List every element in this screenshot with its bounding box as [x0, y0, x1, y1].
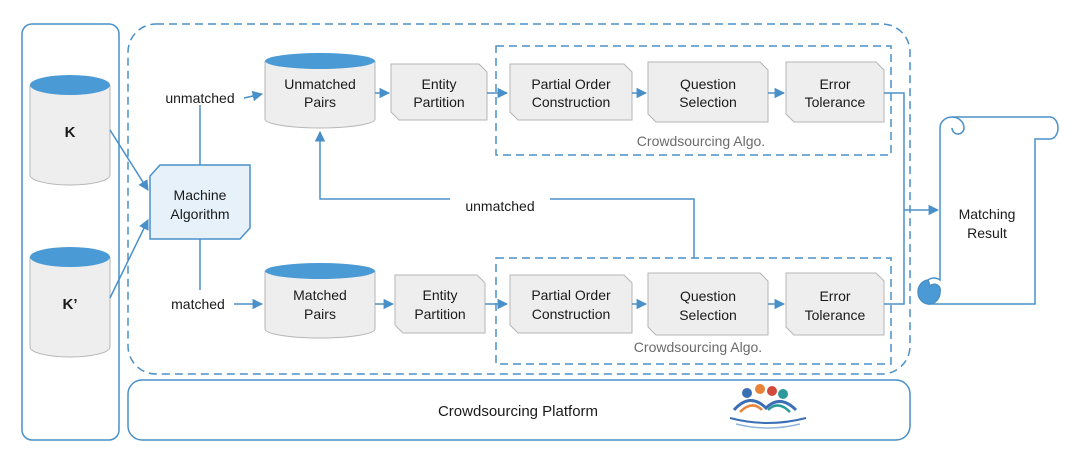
bottom-entity-line2: Partition [414, 306, 465, 322]
unmatched-pairs-line2: Pairs [304, 94, 336, 110]
bottom-entity-line1: Entity [422, 287, 457, 303]
processing-region [127, 23, 911, 375]
top-question-line2: Selection [679, 94, 737, 110]
edge-unmatched-feedback: unmatched [465, 198, 534, 214]
edge-matched: matched [171, 296, 225, 312]
platform-label: Crowdsourcing Platform [438, 403, 598, 420]
machine-algorithm-box: Machine Algorithm [149, 164, 251, 240]
bottom-partial-order-box: Partial Order Construction [509, 274, 633, 334]
bottom-question-line2: Selection [679, 307, 737, 323]
machine-line2: Algorithm [170, 206, 229, 222]
matching-result-scroll: Matching Result [917, 116, 1059, 305]
dataset-k-label: K [65, 124, 76, 141]
top-error-to-result [884, 92, 905, 210]
top-entity-line2: Partition [413, 94, 464, 110]
bottom-error-tolerance-box: Error Tolerance [785, 272, 885, 336]
bottom-entity-partition-box: Entity Partition [394, 274, 486, 334]
top-error-line1: Error [819, 76, 850, 92]
unmatched-feedback-line [550, 198, 695, 258]
dataset-k-prime-label: K’ [63, 296, 78, 313]
bottom-error-line1: Error [819, 288, 850, 304]
dataset-k: K [29, 75, 111, 186]
arrow-to-unmatched-pairs [243, 90, 264, 102]
top-crowdsourcing-algo-label: Crowdsourcing Algo. [637, 133, 765, 149]
top-partial-line2: Construction [532, 94, 611, 110]
matching-result-line2: Result [967, 225, 1007, 241]
bottom-partial-line2: Construction [532, 306, 611, 322]
edge-unmatched-top: unmatched [165, 90, 234, 106]
top-error-line2: Tolerance [805, 94, 866, 110]
crowd-logo-icon [729, 384, 807, 429]
bottom-partial-line1: Partial Order [531, 287, 611, 303]
dataset-k-prime: K’ [29, 247, 111, 358]
top-crowdsourcing-algo-region [495, 45, 892, 156]
top-question-selection-box: Question Selection [647, 61, 769, 123]
top-entity-line1: Entity [421, 76, 456, 92]
matching-result-line1: Matching [959, 206, 1016, 222]
arrow-k-to-machine [109, 129, 149, 191]
bottom-question-selection-box: Question Selection [647, 272, 769, 336]
machine-line1: Machine [174, 187, 227, 203]
top-question-line1: Question [680, 76, 736, 92]
arrow-kprime-to-machine [109, 219, 149, 299]
top-entity-partition-box: Entity Partition [390, 63, 488, 121]
top-partial-order-box: Partial Order Construction [509, 63, 633, 121]
bottom-error-line2: Tolerance [805, 307, 866, 323]
bottom-question-line1: Question [680, 288, 736, 304]
matched-pairs-store: Matched Pairs [264, 263, 376, 339]
unmatched-pairs-store: Unmatched Pairs [264, 53, 376, 129]
matched-pairs-line2: Pairs [304, 306, 336, 322]
unmatched-pairs-line1: Unmatched [284, 76, 356, 92]
top-partial-line1: Partial Order [531, 76, 611, 92]
matched-pairs-line1: Matched [293, 287, 347, 303]
bottom-error-to-result [884, 210, 905, 305]
bottom-crowdsourcing-algo-label: Crowdsourcing Algo. [634, 339, 762, 355]
top-error-tolerance-box: Error Tolerance [785, 61, 885, 123]
crowdsourcing-platform [127, 379, 911, 441]
unmatched-feedback-arrow [314, 130, 450, 200]
